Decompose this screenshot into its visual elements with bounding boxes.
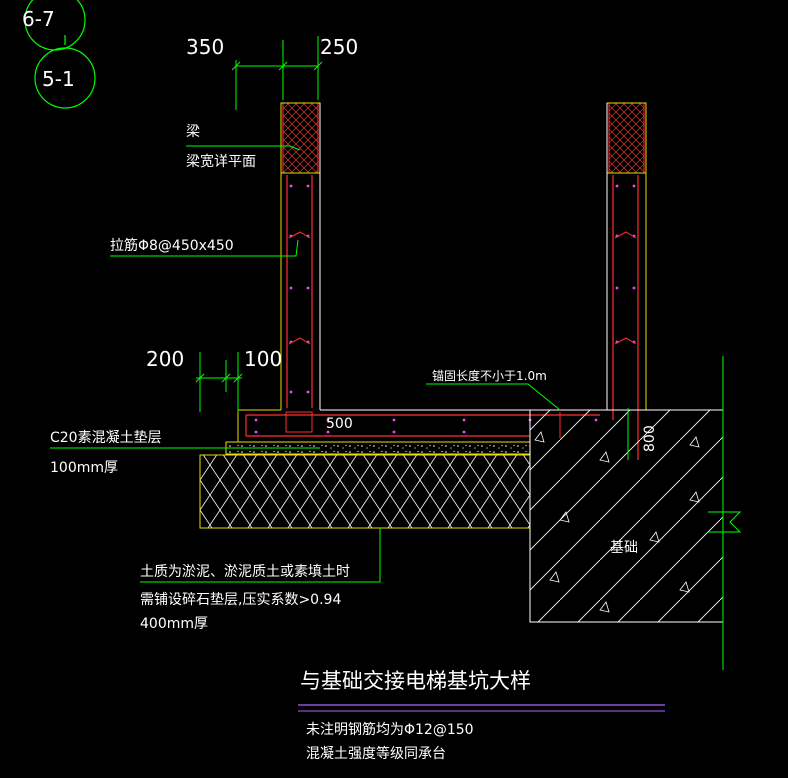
right-wall bbox=[606, 102, 647, 460]
section-mark-upper: 6-7 bbox=[22, 0, 86, 51]
dim-top-right: 250 bbox=[320, 35, 358, 59]
dim-bottom-width: 500 bbox=[326, 416, 353, 432]
beam-label: 梁 bbox=[186, 124, 200, 140]
beam-note: 梁宽详平面 bbox=[186, 153, 256, 170]
soil-note-3: 400mm厚 bbox=[140, 616, 208, 632]
mid-dimension bbox=[195, 352, 243, 412]
anchor-note: 锚固长度不小于1.0m bbox=[432, 368, 547, 383]
cushion-title: C20素混凝土垫层 bbox=[50, 430, 162, 446]
section-mark-upper-label: 6-7 bbox=[22, 7, 55, 31]
section-mark-lower-label: 5-1 bbox=[42, 67, 75, 91]
dim-mid-left: 200 bbox=[146, 347, 184, 371]
foundation-label: 基础 bbox=[610, 539, 638, 556]
gravel-bed-layer bbox=[199, 454, 531, 529]
drawing-title: 与基础交接电梯基坑大样 bbox=[300, 669, 531, 693]
soil-note-2: 需铺设碎石垫层,压实系数>0.94 bbox=[140, 592, 341, 608]
leader-lines bbox=[50, 145, 561, 583]
foundation-block bbox=[529, 356, 742, 670]
dim-depth-vertical: 800 bbox=[642, 425, 658, 452]
top-dimension bbox=[231, 36, 323, 110]
tie-bar-label: 拉筋Φ8@450x450 bbox=[110, 237, 234, 254]
section-mark-lower: 5-1 bbox=[34, 47, 96, 109]
soil-note-1: 土质为淤泥、淤泥质土或素填土时 bbox=[140, 564, 350, 580]
dim-top-left: 350 bbox=[186, 35, 224, 59]
cushion-thickness: 100mm厚 bbox=[50, 460, 118, 476]
dim-mid-right: 100 bbox=[244, 347, 282, 371]
note-line-1: 未注明钢筋均为Φ12@150 bbox=[306, 721, 474, 738]
note-line-2: 混凝土强度等级同承台 bbox=[306, 745, 446, 762]
